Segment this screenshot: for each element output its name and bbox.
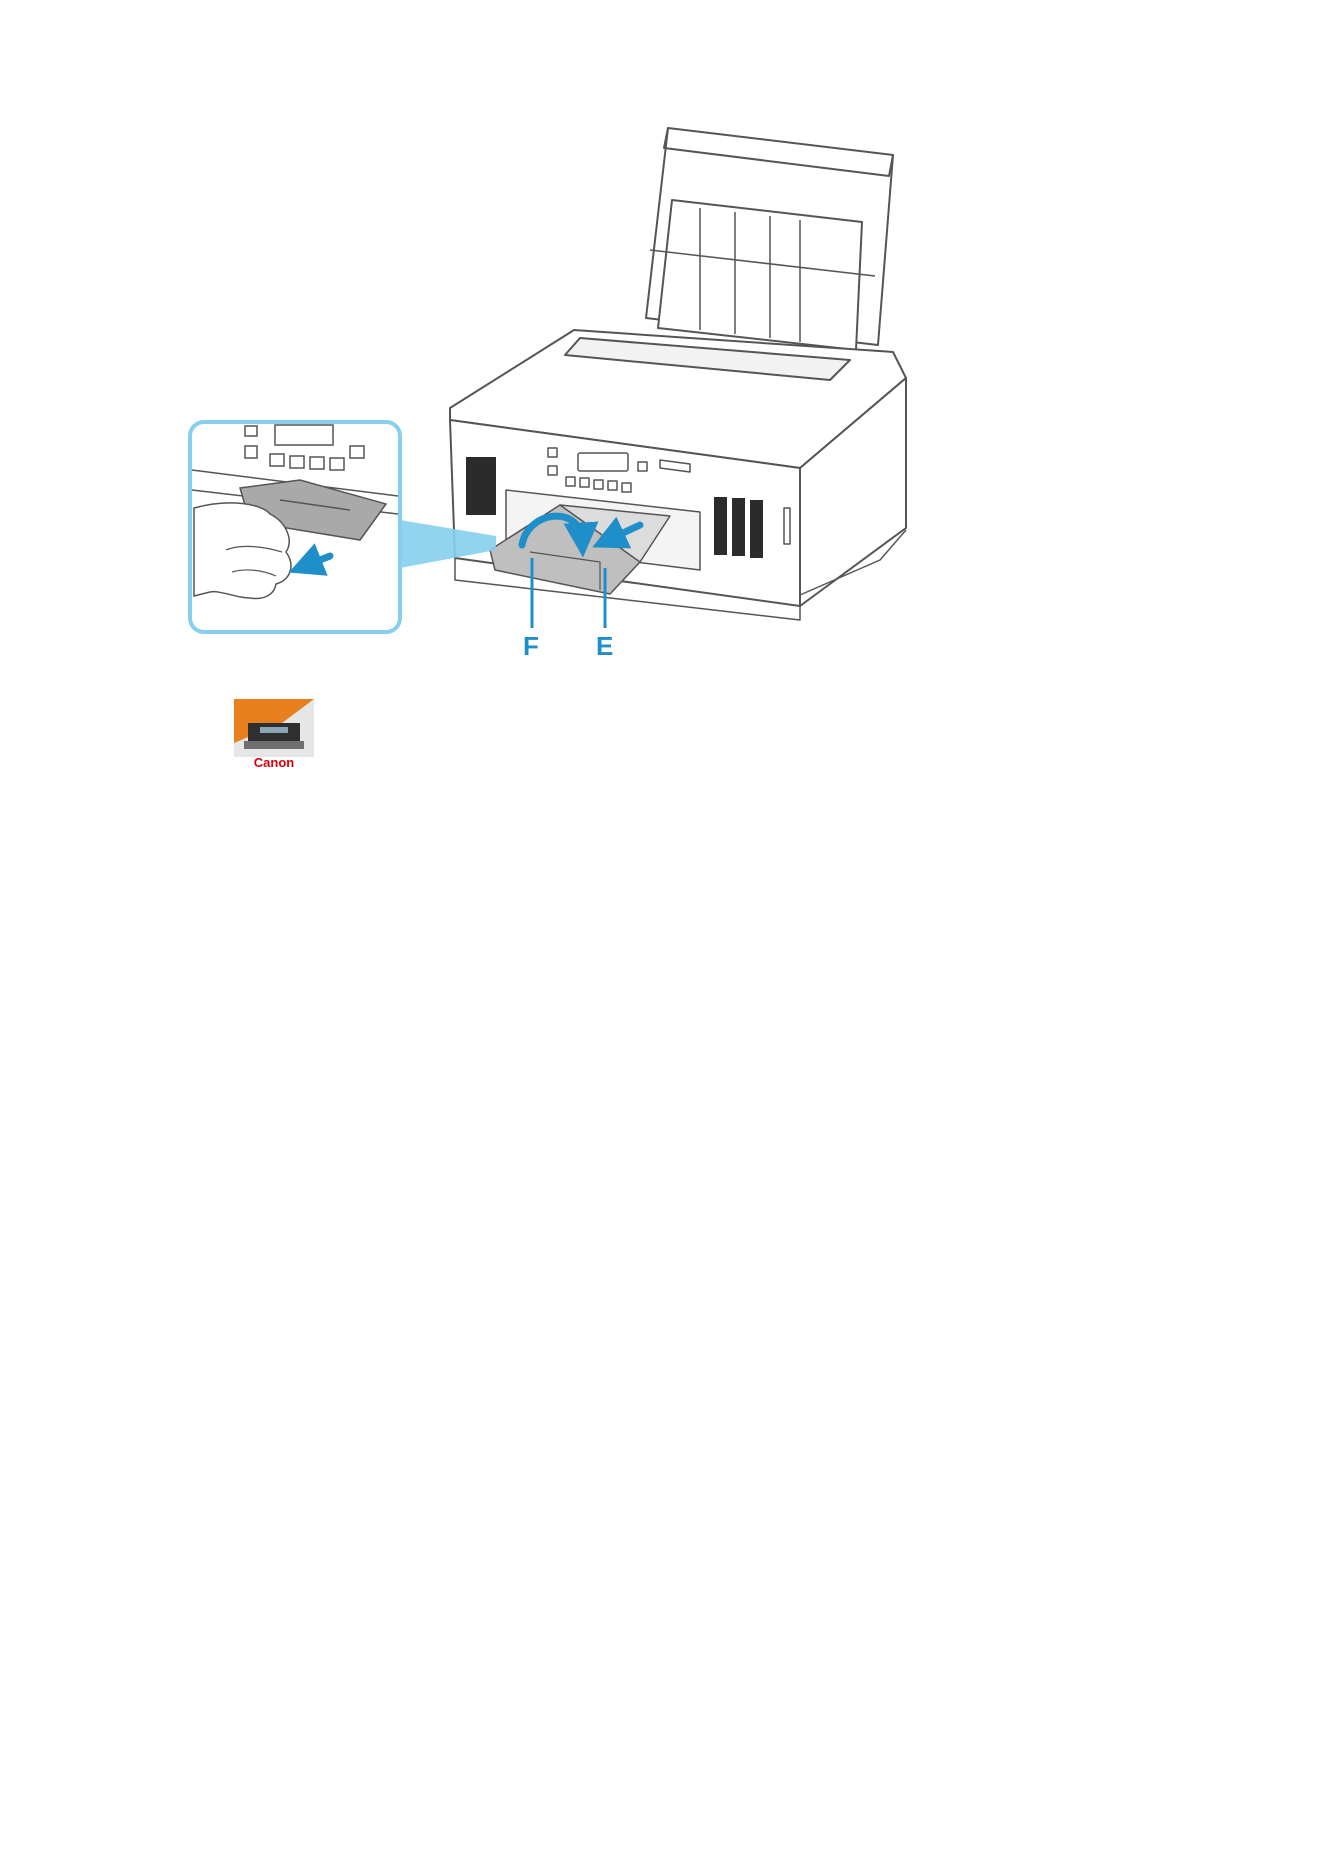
callout-e: E [596,631,613,661]
rear-paper-support [646,128,893,350]
svg-text:Canon: Canon [254,755,295,769]
printer [450,128,906,620]
ink-window-left [466,457,496,515]
magnifier-inset [190,422,496,632]
ink-windows-right [714,497,763,558]
callout-f: F [523,631,539,661]
printer-illustration: F E [0,0,1324,800]
canon-printer-app-icon: Canon [232,697,316,769]
